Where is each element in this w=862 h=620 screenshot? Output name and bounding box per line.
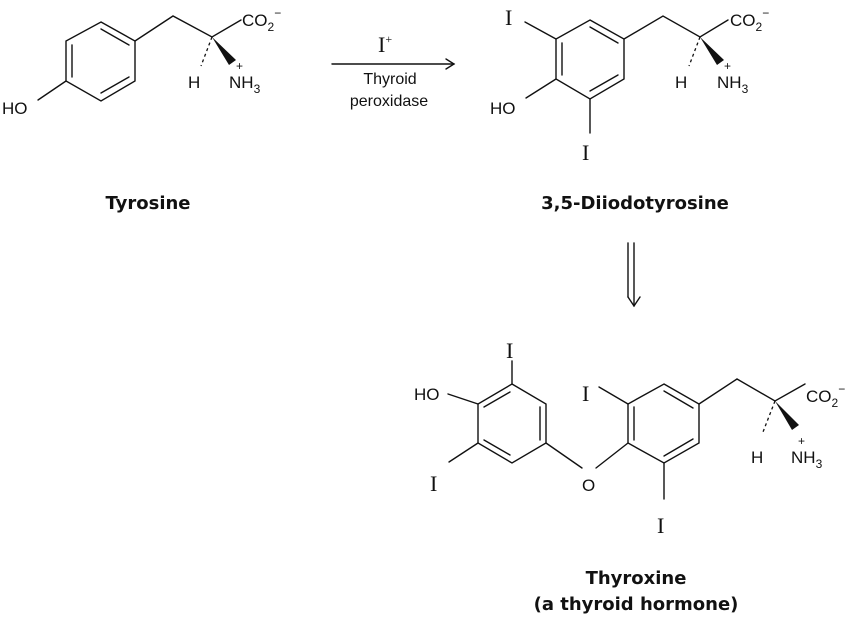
tyrosine-amine-wedge-bond [212,37,236,65]
thyroxine-outer-bottom-iodine: I [430,471,437,496]
thyroxine-ether-bond-left [545,442,583,469]
thyroxine-name: Thyroxine [586,568,687,589]
thyroxine-amine-label: NH3 [791,448,823,471]
tyrosine-amine-charge: + [236,59,243,73]
diiodotyrosine-name: 3,5-Diiodotyrosine [541,193,729,214]
tyrosine-side-chain [134,15,242,42]
tyrosine-carboxylate-label: CO2− [242,6,281,34]
diiodotyrosine-top-iodine: I [505,5,512,30]
iodination-arrow [331,58,456,70]
thyroxine-ether-bond-right [595,442,629,469]
diiodotyrosine-hydroxyl-label: HO [490,99,516,118]
thyroxine-inner-ring [627,383,700,464]
catalyst-label-line1: Thyroid [363,71,416,88]
diiodotyrosine-ring [555,19,625,100]
tyrosine-ring [65,21,136,102]
thyroxine-description: (a thyroid hormone) [534,594,739,615]
thyroxine-carboxylate-label: CO2− [806,382,845,410]
catalyst-label-line2: peroxidase [350,93,428,110]
thyroxine-inner-bottom-iodine: I [657,513,664,538]
tyrosine-hydrogen-label: H [188,73,200,92]
thyroxine-hydrogen-hash-bond [762,400,776,433]
tyrosine-ho-bond [37,80,67,101]
thyroxine-amine-charge: + [798,434,805,448]
tyrosine-hydrogen-hash-bond [200,36,213,67]
thyroxine-hydrogen-label: H [751,448,763,467]
tyrosine-name: Tyrosine [105,193,190,214]
coupling-arrow [627,242,641,308]
diiodotyrosine-amine-label: NH3 [717,73,749,96]
thyroxine-inner-top-iodine: I [582,381,589,406]
diiodotyrosine-amine-wedge-bond [700,37,724,65]
diiodotyrosine-ho-bond [525,78,557,99]
diiodotyrosine-bottom-iodine: I [582,140,589,165]
thyroxine-outer-top-iodine: I [506,338,513,363]
thyroxine-amine-wedge-bond [775,401,799,430]
reagent-iodine: I+ [378,32,392,57]
diiodotyrosine-carboxylate-label: CO2− [730,6,769,34]
thyroxine-structure: I I HO O I I CO2− H NH3 + [414,338,845,538]
tyrosine-structure: HO CO2− H NH3 + [2,6,281,118]
thyroxine-inner-top-iodine-bond [598,386,629,405]
diiodotyrosine-amine-charge: + [724,59,731,73]
diiodotyrosine-hydrogen-hash-bond [688,36,701,67]
thyroxine-ho-bond [447,393,479,405]
diiodotyrosine-structure: I I HO CO2− H NH3 + [490,5,769,165]
thyroxine-ether-oxygen: O [582,476,595,495]
thyroxine-hydroxyl-label: HO [414,385,440,404]
thyroxine-side-chain [698,378,806,405]
thyroxine-outer-bottom-iodine-bond [448,442,479,463]
tyrosine-amine-label: NH3 [229,73,261,96]
diiodotyrosine-side-chain [623,15,729,40]
diiodotyrosine-top-iodine-bond [524,21,557,40]
tyrosine-hydroxyl-label: HO [2,99,28,118]
thyroxine-outer-ring [477,383,547,464]
diiodotyrosine-hydrogen-label: H [675,73,687,92]
